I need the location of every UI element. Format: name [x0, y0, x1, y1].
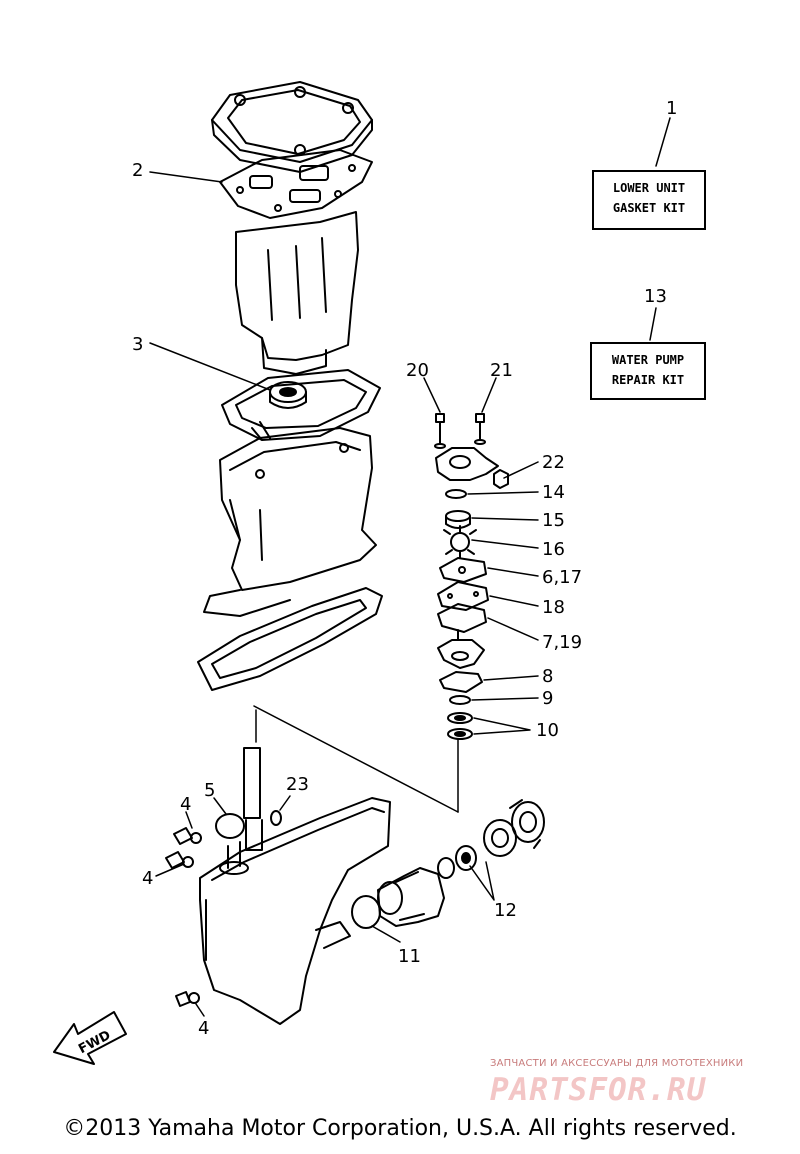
lower-gearcase-housing: [199, 797, 391, 1025]
gasket-part-2: [219, 149, 373, 219]
propeller-shaft-cap: [509, 799, 545, 849]
bolt-part-21: [474, 413, 486, 445]
outer-plate-part-18: [437, 581, 489, 611]
callout-15: 15: [542, 510, 565, 531]
callout-1: 1: [666, 98, 677, 119]
callout-23: 23: [286, 774, 309, 795]
callout-22: 22: [542, 452, 565, 473]
screw-washer-set-4: [165, 827, 202, 1007]
kit-1-line-2: GASKET KIT: [612, 201, 686, 215]
callout-5: 5: [204, 780, 215, 801]
callout-20: 20: [406, 360, 429, 381]
callout-8: 8: [542, 666, 553, 687]
exploded-parts-diagram: FWD 2 3 20 21 22 14 15 16 6,17 18 7,19 8…: [53, 81, 677, 1065]
insert-part-22: [493, 469, 509, 489]
lower-unit-gasket-kit-label: LOWER UNIT GASKET KIT: [592, 170, 706, 230]
insert-cartridge-part-15: [445, 510, 471, 529]
callout-10: 10: [536, 720, 559, 741]
callout-3: 3: [132, 334, 143, 355]
callout-12: 12: [494, 900, 517, 921]
callout-9: 9: [542, 688, 553, 709]
gasket-part-6-17: [439, 557, 487, 583]
callout-7-19: 7,19: [542, 632, 582, 653]
callout-4-middle: 4: [142, 868, 153, 889]
o-ring-part-11: [351, 895, 381, 929]
callout-leader-lines: [149, 171, 539, 1017]
water-pump-repair-kit-label: WATER PUMP REPAIR KIT: [590, 342, 706, 400]
oil-seal-part-3: [269, 381, 307, 409]
o-ring-part-9: [449, 695, 471, 705]
bearing-set-12: [437, 819, 517, 879]
exhaust-guide-body: [235, 211, 359, 375]
kit-leader-lines: [649, 117, 671, 341]
copyright-notice: ©2013 Yamaha Motor Corporation, U.S.A. A…: [63, 1116, 737, 1141]
watermark-tagline: ЗАПЧАСТИ И АКСЕССУАРЫ ДЛЯ МОТОТЕХНИКИ: [490, 1058, 744, 1069]
washer-part-14: [445, 489, 467, 499]
callout-21: 21: [490, 360, 513, 381]
drive-shaft-grommet: [270, 810, 282, 826]
bolt-part-20: [434, 413, 446, 449]
watermark-logo: PARTSFOR.RU: [490, 1072, 707, 1108]
upper-casing: [203, 427, 377, 617]
oil-seals-part-10: [447, 712, 473, 740]
impeller-part-16: [443, 525, 477, 559]
propeller-shaft-housing: [377, 867, 445, 927]
callout-2: 2: [132, 160, 143, 181]
water-tube: [243, 747, 263, 851]
callout-16: 16: [542, 539, 565, 560]
kit-1-line-1: LOWER UNIT: [612, 181, 686, 195]
forward-direction-arrow: FWD: [53, 1011, 127, 1065]
callout-13: 13: [644, 286, 667, 307]
outer-plate-part-7-19: [437, 603, 487, 641]
callout-numbers: 2 3 20 21 22 14 15 16 6,17 18 7,19 8 9 1…: [132, 98, 677, 1039]
pump-base: [437, 639, 485, 669]
lower-cover-apron: [197, 587, 383, 691]
kit-13-line-2: REPAIR KIT: [611, 373, 685, 387]
upper-casing-top-plate: [211, 81, 373, 173]
kit-13-line-1: WATER PUMP: [611, 353, 685, 367]
callout-14: 14: [542, 482, 565, 503]
pump-housing: [435, 447, 499, 481]
callout-6-17: 6,17: [542, 567, 582, 588]
gasket-part-8: [439, 671, 483, 693]
leader-lines: [253, 705, 459, 813]
callout-4-upper: 4: [180, 794, 191, 815]
callout-18: 18: [542, 597, 565, 618]
plug-part-5: [215, 813, 245, 839]
rubber-seal-ring: [221, 369, 381, 441]
callout-11: 11: [398, 946, 421, 967]
callout-4-lower: 4: [198, 1018, 209, 1039]
